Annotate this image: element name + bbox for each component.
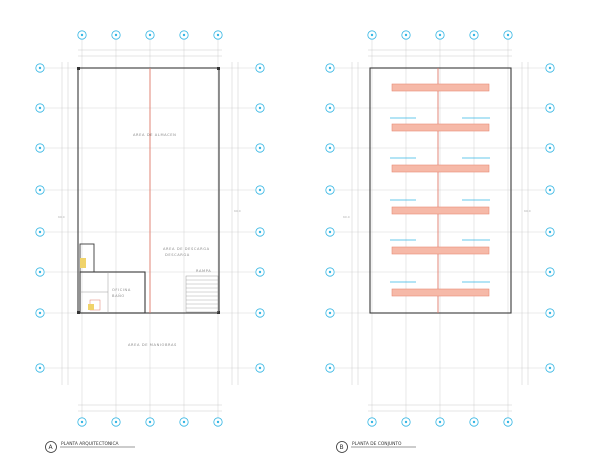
- section-marker-b: [336, 441, 348, 453]
- plan-title-a: PLANTA ARQUITECTONICA: [61, 441, 119, 447]
- room-label-center-1: AREA DE DESCARGA: [163, 247, 210, 251]
- grid-bubble-dot: [370, 420, 374, 424]
- room-label-bath: BAÑO: [112, 293, 125, 298]
- grid-bubble-dot: [328, 106, 332, 110]
- grid-bubble-dot: [216, 420, 220, 424]
- room-label-main: AREA DE ALMACEN: [133, 133, 176, 137]
- grid-bubble-dot: [182, 420, 186, 424]
- column: [217, 67, 220, 70]
- grid-bubble-dot: [80, 33, 84, 37]
- grid-bubble-dot: [438, 33, 442, 37]
- grid-bubble-dot: [328, 146, 332, 150]
- office-walls: [79, 271, 146, 314]
- roof-beam: [391, 206, 490, 215]
- roof-beam: [391, 288, 490, 297]
- grid-bubble-dot: [258, 106, 262, 110]
- grid-bubble-dot: [258, 230, 262, 234]
- plan-title-b: PLANTA DE CONJUNTO: [352, 441, 402, 447]
- room-label-office: OFICINA: [112, 288, 131, 292]
- grid-bubble-dot: [506, 33, 510, 37]
- grid-bubble-dot: [216, 33, 220, 37]
- grid-bubble-dot: [38, 230, 42, 234]
- roof-beams: [391, 83, 490, 297]
- ramp-outline: [185, 275, 219, 313]
- grid-bubble-dot: [370, 33, 374, 37]
- column: [77, 67, 80, 70]
- roof-beam: [391, 164, 490, 173]
- section-marker-a: [45, 441, 57, 453]
- office-block: [79, 243, 146, 314]
- grid-bubble-dot: [38, 270, 42, 274]
- grid-bubble-dot: [328, 311, 332, 315]
- grid-bubble-dot: [148, 420, 152, 424]
- room-label-ramp: RAMPA: [196, 269, 211, 273]
- roof-outline: [369, 67, 512, 314]
- grid-bubble-dot: [114, 33, 118, 37]
- grid-bubble-dot: [38, 146, 42, 150]
- roof-plan: 60.0 60.0 B PLANTA DE CONJUN: [335, 40, 545, 453]
- grid-bubble-dot: [548, 270, 552, 274]
- grid-lines-vertical-b: [371, 40, 509, 425]
- dimension-label-left-b: 60.0: [343, 215, 350, 219]
- grid-bubble-dot: [548, 66, 552, 70]
- grid-bubble-dot: [548, 230, 552, 234]
- roof-beam: [391, 83, 490, 92]
- grid-bubble-dot: [438, 420, 442, 424]
- architectural-plan: 60.0 60.0: [45, 40, 255, 453]
- roof-beam: [391, 123, 490, 132]
- grid-bubble-dot: [182, 33, 186, 37]
- grid-bubble-dot: [38, 188, 42, 192]
- grid-bubble-dot: [548, 106, 552, 110]
- grid-bubble-dot: [506, 420, 510, 424]
- grid-bubble-dot: [148, 33, 152, 37]
- grid-bubble-dot: [328, 66, 332, 70]
- section-marker-letter-a: A: [49, 444, 54, 451]
- grid-bubble-dot: [258, 366, 262, 370]
- grid-bubble-dot: [548, 311, 552, 315]
- grid-bubble-dot: [258, 146, 262, 150]
- grid-bubble-dot: [472, 33, 476, 37]
- room-label-bottom: AREA DE MANIOBRAS: [128, 343, 177, 347]
- grid-bubble-dot: [38, 366, 42, 370]
- dimension-label-right: 60.0: [234, 209, 241, 213]
- grid-bubbles: [35, 30, 555, 427]
- building-outline: [77, 67, 220, 314]
- column: [217, 311, 220, 314]
- grid-bubble-dot: [548, 188, 552, 192]
- grid-bubble-dot: [38, 106, 42, 110]
- grid-bubble-dot: [258, 270, 262, 274]
- column: [77, 311, 80, 314]
- grid-bubble-dot: [548, 146, 552, 150]
- bath-fixture: [88, 304, 94, 310]
- slope-arrows: [390, 117, 490, 283]
- grid-bubble-dot: [38, 66, 42, 70]
- grid-bubble-dot: [404, 420, 408, 424]
- dimension-lines-b: [351, 49, 529, 412]
- grid-bubble-dot: [328, 366, 332, 370]
- dimension-lines-a: [61, 49, 239, 412]
- room-label-center-2: DESCARGA: [165, 253, 190, 257]
- grid-bubble-dot: [38, 311, 42, 315]
- grid-bubble-dot: [472, 420, 476, 424]
- roof-beam: [391, 246, 490, 255]
- dimension-label-right-b: 60.0: [524, 209, 531, 213]
- grid-bubble-dot: [328, 188, 332, 192]
- loading-ramp: [185, 275, 219, 313]
- section-marker-letter-b: B: [340, 444, 344, 451]
- bath-fixture: [80, 258, 86, 268]
- columns-a: [77, 67, 220, 314]
- grid-bubble-dot: [404, 33, 408, 37]
- grid-bubble-dot: [328, 230, 332, 234]
- grid-bubble-dot: [258, 66, 262, 70]
- grid-bubble-dot: [114, 420, 118, 424]
- grid-bubble-dot: [80, 420, 84, 424]
- dimension-label-left: 60.0: [58, 215, 65, 219]
- grid-bubble-dot: [258, 188, 262, 192]
- grid-bubble-dot: [258, 311, 262, 315]
- grid-bubble-dot: [548, 366, 552, 370]
- grid-bubble-dot: [328, 270, 332, 274]
